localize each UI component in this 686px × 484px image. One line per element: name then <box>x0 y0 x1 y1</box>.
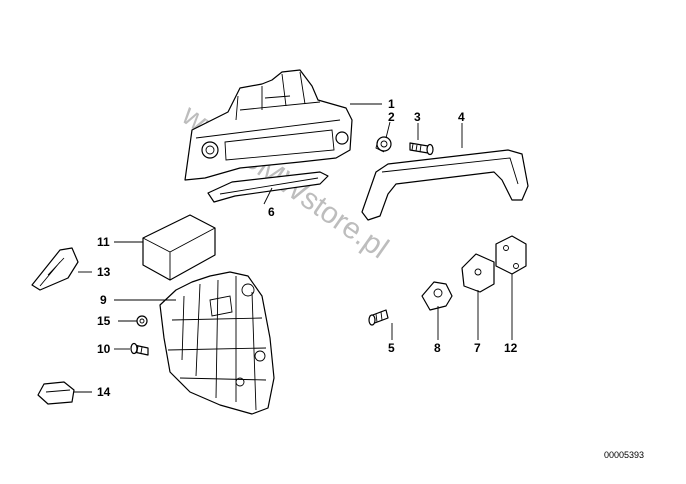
part-5-bolt <box>368 309 389 326</box>
part-10-screw <box>130 342 149 356</box>
part-7-plate <box>461 253 495 293</box>
callout-4: 4 <box>458 110 465 124</box>
callout-3: 3 <box>414 110 421 124</box>
callout-14: 14 <box>97 385 111 399</box>
diagram-reference-number: 00005393 <box>604 450 644 460</box>
leader-lines <box>74 103 513 393</box>
part-1-handle-carrier <box>184 69 353 181</box>
part-6-seal <box>207 171 329 203</box>
callout-9: 9 <box>100 293 107 307</box>
callout-7: 7 <box>474 341 481 355</box>
callout-5: 5 <box>388 341 395 355</box>
callout-8: 8 <box>434 341 441 355</box>
callout-1: 1 <box>388 97 395 111</box>
callout-11: 11 <box>97 235 110 249</box>
part-15-small-nut <box>136 315 148 327</box>
part-3-screw <box>409 142 434 156</box>
part-13-wedge <box>31 247 79 291</box>
callout-10: 10 <box>97 342 111 356</box>
part-9-door-lock <box>159 271 275 415</box>
part-14-clip <box>37 381 75 405</box>
callout-13: 13 <box>97 265 111 279</box>
part-11-block <box>142 214 216 281</box>
part-12-backing-plate <box>495 235 527 275</box>
part-8-bracket <box>421 281 453 311</box>
callout-2: 2 <box>388 110 395 124</box>
callout-15: 15 <box>97 314 111 328</box>
callout-12: 12 <box>504 341 518 355</box>
callout-6: 6 <box>268 205 275 219</box>
part-4-outer-handle <box>361 149 529 221</box>
part-2-nut <box>375 136 392 153</box>
